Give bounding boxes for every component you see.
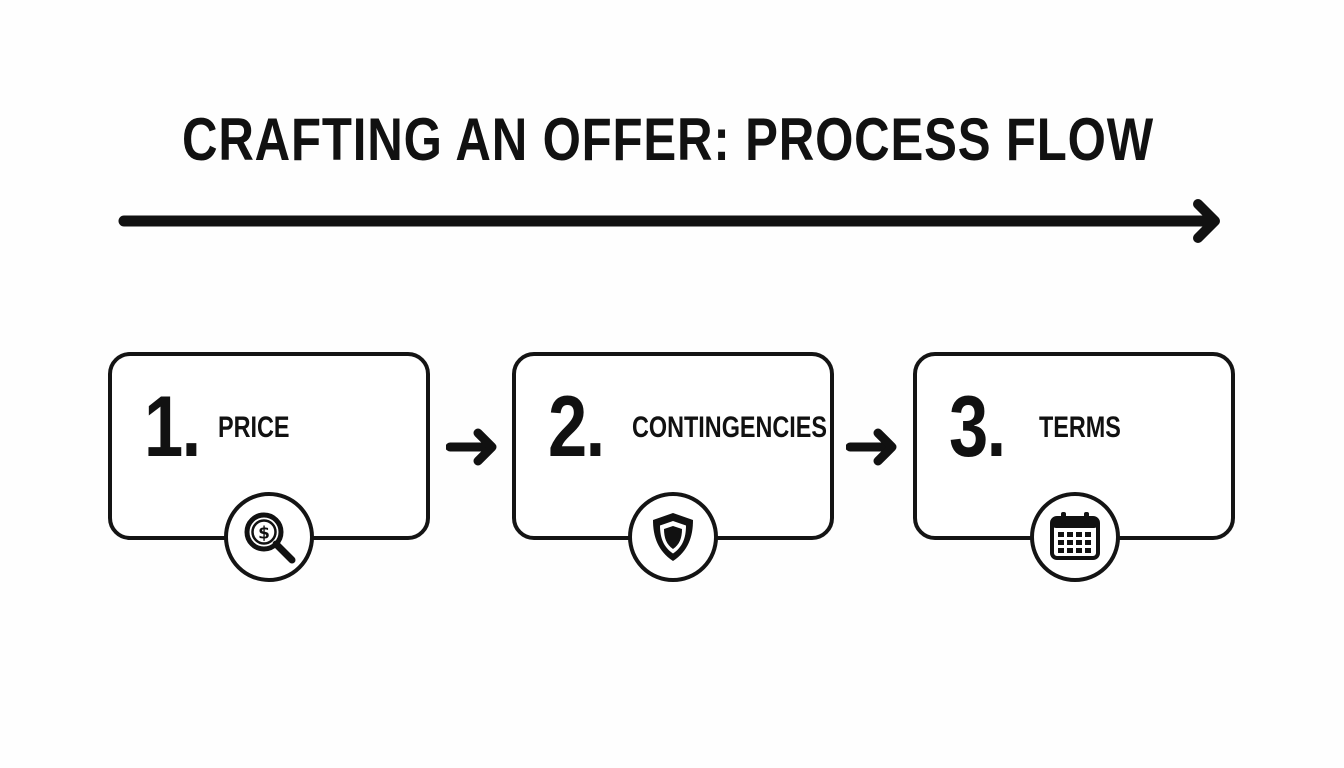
step-number: 2. — [548, 379, 605, 475]
step-label: TERMS — [1039, 411, 1121, 444]
step-label: PRICE — [218, 411, 290, 444]
shield-icon — [628, 492, 718, 582]
step-number: 1. — [144, 379, 201, 475]
step-connector-arrow — [846, 428, 897, 466]
price-search-icon: $ — [224, 492, 314, 582]
step-number: 3. — [949, 379, 1006, 475]
step-connector-arrow — [446, 428, 497, 466]
page-title: CRAFTING AN OFFER: PROCESS FLOW — [181, 106, 1155, 173]
step-card-price: 1. PRICE — [108, 352, 430, 540]
svg-text:$: $ — [258, 524, 270, 544]
calendar-icon — [1030, 492, 1120, 582]
step-label: CONTINGENCIES — [632, 411, 828, 444]
timeline-arrow — [118, 199, 1220, 243]
